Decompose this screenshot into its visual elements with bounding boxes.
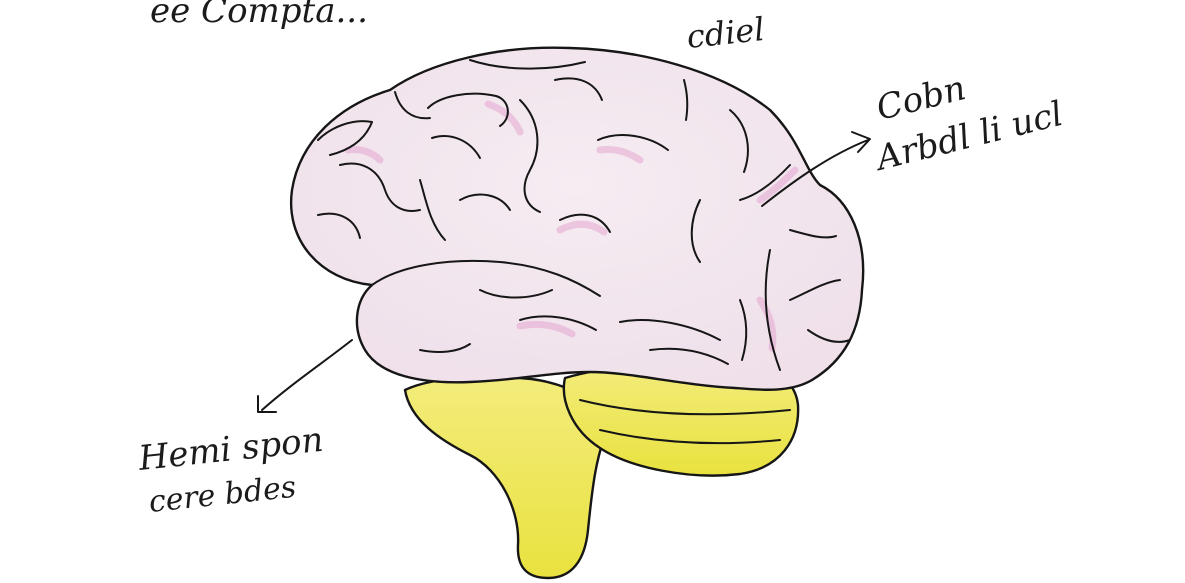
top-caption-right: cdiel <box>685 10 766 56</box>
label-left-line1: Hemi spon <box>136 420 325 479</box>
top-caption-left: ee Compta... <box>150 0 368 31</box>
arrow-left <box>258 340 352 412</box>
label-left-line2: cere bdes <box>147 470 298 520</box>
cerebrum <box>291 48 863 390</box>
